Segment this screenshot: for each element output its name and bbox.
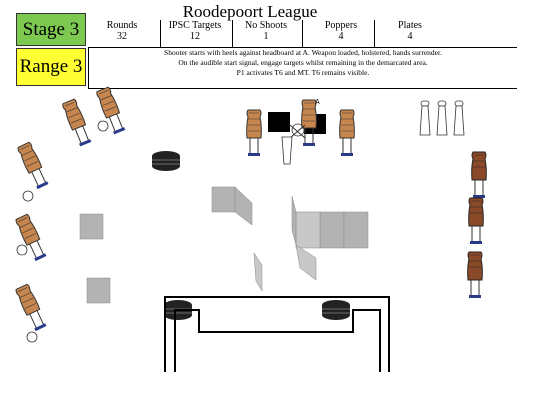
stat-value: 4 [407, 31, 413, 42]
stage-description: Shooter starts with heels against headbo… [88, 47, 517, 89]
ipsc-target [246, 109, 262, 157]
popper [453, 100, 465, 136]
stat-no-shoots: No Shoots 1 [234, 20, 298, 42]
ipsc-target [14, 283, 49, 333]
wall [295, 211, 321, 249]
plate [26, 331, 38, 343]
wall [211, 186, 236, 213]
stat-value: 1 [263, 31, 269, 42]
ipsc-target [339, 109, 355, 157]
barrel [321, 299, 351, 321]
ipsc-target [61, 98, 94, 148]
ipsc-target [467, 251, 483, 299]
stat-plates: Plates 4 [380, 20, 440, 42]
stage-label: Stage 3 [16, 13, 86, 46]
wall [86, 277, 111, 304]
wall [253, 252, 263, 292]
divider [232, 20, 233, 48]
divider [374, 20, 375, 48]
description-line: P1 activates T6 and MT. T6 remains visib… [236, 68, 370, 77]
description-line: Shooter starts with heels against headbo… [164, 48, 442, 57]
stat-value: 4 [338, 31, 344, 42]
stat-label: Plates [398, 20, 422, 31]
ipsc-target [301, 99, 317, 147]
no-shoot [268, 112, 290, 132]
start-marker: A [315, 99, 320, 106]
stat-value: 32 [117, 31, 127, 42]
wall [291, 195, 297, 246]
divider [160, 20, 161, 48]
stat-label: IPSC Targets [168, 20, 222, 31]
swinger-pivot [291, 123, 305, 137]
stat-label: No Shoots [245, 20, 287, 31]
stat-ipsc-targets: IPSC Targets 12 [162, 20, 228, 42]
mover-target [281, 136, 293, 165]
plate [16, 244, 28, 256]
plate [22, 190, 34, 202]
barrel [151, 150, 181, 172]
popper [419, 100, 431, 136]
shooting-area [164, 296, 390, 372]
wall [319, 211, 345, 249]
popper [436, 100, 448, 136]
swinger-mount [289, 124, 306, 139]
divider [302, 20, 303, 48]
wall [343, 211, 369, 249]
ipsc-target [468, 197, 484, 245]
stat-label: Poppers [324, 20, 358, 31]
stat-rounds: Rounds 32 [92, 20, 152, 42]
range-label: Range 3 [16, 48, 86, 86]
ipsc-target [16, 141, 51, 191]
ipsc-target [471, 151, 487, 199]
description-line: On the audible start signal, engage targ… [178, 58, 428, 67]
stat-value: 12 [190, 31, 200, 42]
stat-poppers: Poppers 4 [306, 20, 376, 42]
stat-label: Rounds [106, 20, 138, 31]
plate [97, 120, 109, 132]
wall [79, 213, 104, 240]
wall [295, 244, 317, 281]
page-title: Roodepoort League [182, 2, 318, 21]
wall [234, 186, 253, 226]
